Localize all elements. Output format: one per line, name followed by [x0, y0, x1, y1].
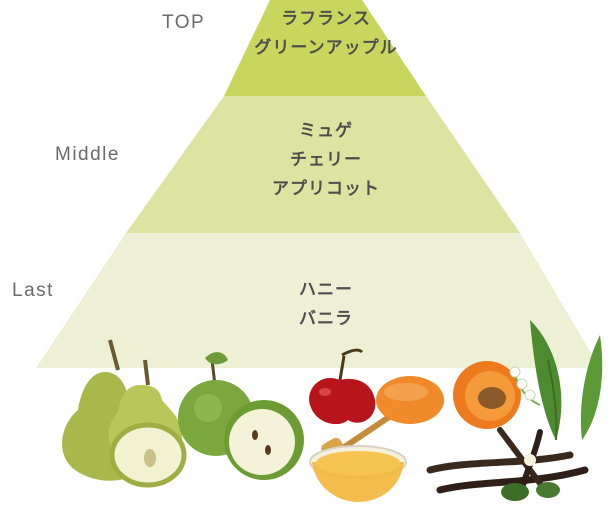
- vanilla-pod-icon: [426, 427, 589, 501]
- middle-note-1: ミュゲ: [299, 121, 353, 141]
- pear-icon: [62, 339, 187, 488]
- tier-last-band: [36, 233, 600, 368]
- green-apple-icon: [178, 352, 304, 480]
- apricot-icon: [376, 361, 521, 429]
- cherry-icon: [309, 348, 376, 425]
- top-note-2: グリーンアップル: [254, 38, 398, 58]
- top-note-1: ラフランス: [281, 9, 371, 29]
- lily-of-the-valley-icon: [509, 320, 603, 441]
- middle-note-2: チェリー: [290, 150, 362, 170]
- tier-top-label: TOP: [162, 12, 206, 33]
- tier-last-notes: ハニー バニラ: [236, 276, 416, 334]
- tier-middle-notes: ミュゲ チェリー アプリコット: [236, 117, 416, 204]
- middle-note-3: アプリコット: [272, 179, 380, 199]
- last-note-1: ハニー: [299, 280, 353, 300]
- tier-top-notes: ラフランス グリーンアップル: [236, 5, 416, 63]
- tier-last-label: Last: [12, 280, 54, 301]
- tier-top-band: [224, 0, 426, 96]
- last-note-2: バニラ: [299, 309, 353, 329]
- honey-bowl-icon: [309, 412, 407, 502]
- tier-middle-band: [126, 96, 520, 233]
- tier-middle-label: Middle: [55, 144, 120, 165]
